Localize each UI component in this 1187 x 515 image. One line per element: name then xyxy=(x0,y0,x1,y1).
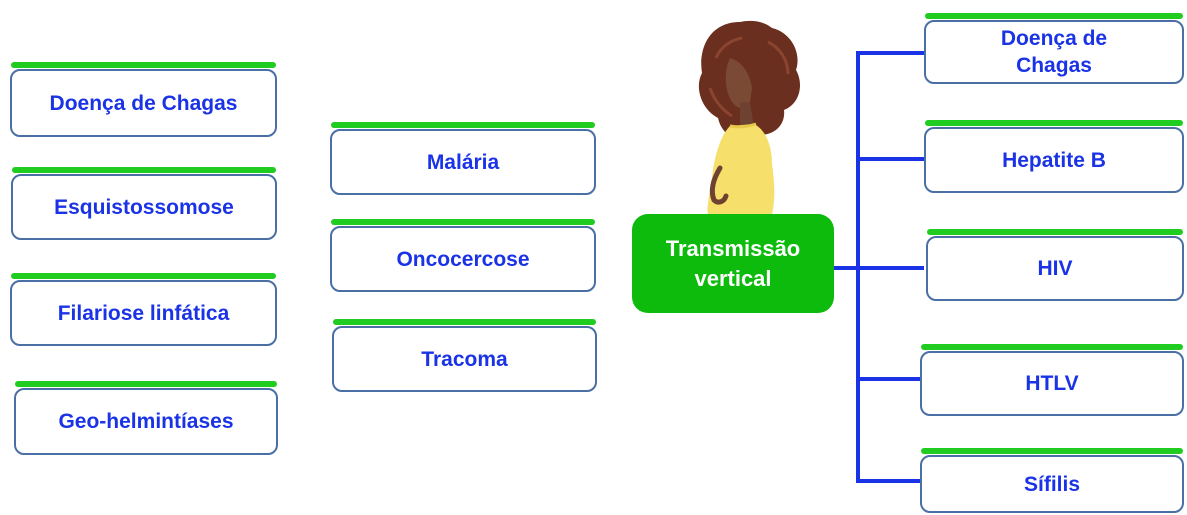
card-label: HTLV xyxy=(1025,372,1079,395)
card-tracoma: Tracoma xyxy=(332,319,597,392)
connector-center-to-trunk xyxy=(834,266,858,270)
card-geo-helmintiases: Geo-helmintíases xyxy=(14,381,278,455)
card-label: Tracoma xyxy=(421,347,508,371)
card-label: Malária xyxy=(426,150,500,174)
card-top-bar xyxy=(331,122,595,128)
connector-branch-3 xyxy=(856,266,924,270)
card-malaria: Malária xyxy=(330,122,596,195)
card-doenca-de-chagas-left: Doença de Chagas xyxy=(10,62,277,137)
connector-branch-1 xyxy=(856,51,924,55)
card-top-bar xyxy=(15,381,277,387)
card-label: HIV xyxy=(1037,257,1073,280)
card-label: Filariose linfática xyxy=(57,301,230,325)
card-hiv: HIV xyxy=(926,229,1184,301)
card-label: Geo-helmintíases xyxy=(58,410,234,433)
dress-shape xyxy=(707,124,775,214)
transmissao-vertical-box: Transmissão vertical xyxy=(632,214,834,313)
card-top-bar xyxy=(11,62,276,68)
card-label: Esquistossomose xyxy=(54,195,234,219)
card-top-bar xyxy=(925,13,1183,19)
card-label: Oncocercose xyxy=(396,247,530,271)
card-doenca-de-chagas-right: Doença de Chagas xyxy=(924,13,1184,84)
center-label: Transmissão vertical xyxy=(665,235,801,291)
card-sifilis: Sífilis xyxy=(920,448,1184,513)
card-top-bar xyxy=(925,120,1183,126)
card-top-bar xyxy=(333,319,596,325)
connector-branch-5 xyxy=(856,479,922,483)
card-hepatite-b: Hepatite B xyxy=(924,120,1184,193)
card-label: Sífilis xyxy=(1023,472,1081,496)
card-top-bar xyxy=(921,448,1183,454)
connector-branch-4 xyxy=(856,377,922,381)
card-top-bar xyxy=(12,167,276,173)
card-top-bar xyxy=(331,219,595,225)
card-filariose-linfatica: Filariose linfática xyxy=(10,273,277,346)
face-shape xyxy=(725,58,752,108)
card-label: Hepatite B xyxy=(1002,148,1106,172)
card-label: Doença de Chagas xyxy=(49,91,238,115)
connector-branch-2 xyxy=(856,157,924,161)
card-top-bar xyxy=(11,273,276,279)
card-label: Doença de Chagas xyxy=(1000,27,1108,77)
pregnant-woman-illustration xyxy=(698,20,800,214)
card-top-bar xyxy=(927,229,1183,235)
card-oncocercose: Oncocercose xyxy=(330,219,596,292)
card-htlv: HTLV xyxy=(920,344,1184,416)
card-top-bar xyxy=(921,344,1183,350)
card-esquistossomose: Esquistossomose xyxy=(11,167,277,240)
